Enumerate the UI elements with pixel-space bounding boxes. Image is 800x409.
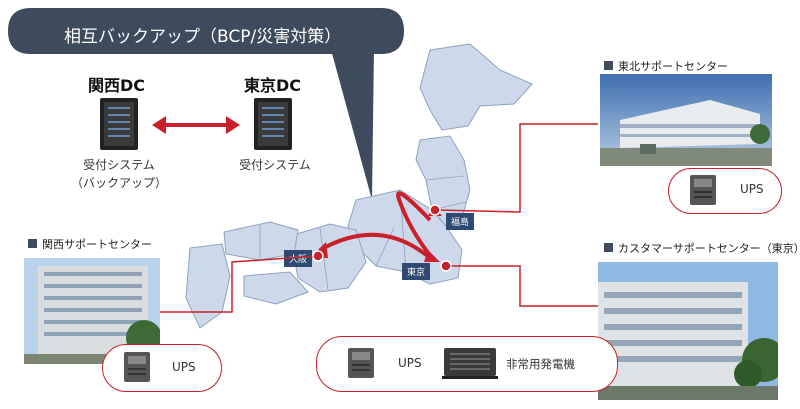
customer-center-photo [598, 262, 778, 400]
kansai-server-icon [100, 98, 138, 150]
kansai-dc-line2: （バックアップ） [70, 176, 167, 190]
kansai-dc-line1: 受付システム [83, 158, 155, 172]
bullet-square-icon [28, 239, 37, 248]
kansai-ups-label: UPS [172, 360, 196, 374]
city-tag-fukushima: 福島 [446, 213, 475, 230]
generator-icon [442, 348, 498, 379]
tokyo-dc-title: 東京DC [244, 76, 302, 95]
page-title: 相互バックアップ（BCP/災害対策） [64, 27, 342, 47]
customer-center-heading-text: カスタマーサポートセンター（東京） [618, 242, 800, 255]
city-tag-osaka: 大阪 [284, 250, 313, 267]
bullet-square-icon [604, 61, 613, 70]
kansai-center-heading: 関西サポートセンター [28, 236, 152, 252]
tokyo-dc-description: 受付システム [220, 156, 330, 174]
customer-ups-label: UPS [398, 356, 422, 370]
ups-icon [348, 348, 374, 378]
backup-arcs [310, 191, 442, 262]
kansai-center-heading-text: 関西サポートセンター [42, 238, 152, 251]
kansai-ups-card [102, 344, 222, 392]
tokyo-server-icon [254, 98, 292, 150]
title-callout [8, 8, 404, 56]
bidirectional-arrow-icon [152, 116, 240, 134]
tohoku-center-heading-text: 東北サポートセンター [618, 60, 728, 73]
bullet-square-icon [604, 243, 613, 252]
tohoku-center-photo [600, 74, 772, 166]
kansai-dc-description: 受付システム （バックアップ） [64, 156, 174, 192]
tohoku-center-heading: 東北サポートセンター [604, 58, 728, 74]
tokyo-dc-line1: 受付システム [239, 158, 311, 172]
customer-generator-label: 非常用発電機 [506, 357, 575, 371]
tohoku-ups-label: UPS [740, 182, 764, 196]
customer-center-heading: カスタマーサポートセンター（東京） [604, 240, 800, 256]
kansai-center-photo [24, 258, 160, 364]
ups-icon [690, 175, 716, 205]
tohoku-ups-card [668, 168, 782, 214]
ups-icon [124, 352, 150, 382]
callout-pointer [330, 46, 374, 200]
kansai-dc-title: 関西DC [88, 76, 146, 95]
city-tag-tokyo: 東京 [402, 263, 431, 280]
